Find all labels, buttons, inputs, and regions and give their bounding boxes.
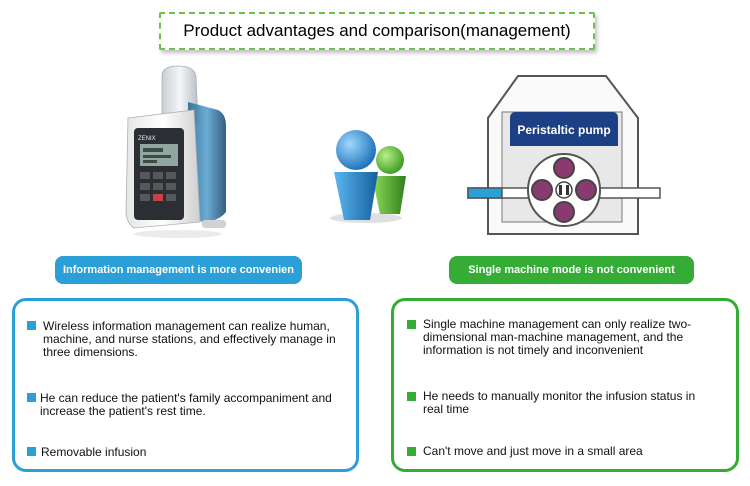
right-panel: Single machine management can only reali…	[391, 298, 739, 472]
right-bullet-1: Single machine management can only reali…	[423, 317, 692, 357]
bullet-square-icon	[27, 447, 36, 456]
left-bullet-1: Wireless information management can real…	[43, 319, 336, 359]
pump-label: Peristaltic pump	[517, 123, 610, 137]
right-bullet-2: He needs to manually monitor the infusio…	[423, 389, 696, 416]
bullet-square-icon	[27, 393, 36, 402]
left-bullet-2: He can reduce the patient's family accom…	[40, 391, 332, 418]
infusion-device-image: ZENIX	[125, 65, 226, 238]
page-title: Product advantages and comparison(manage…	[159, 12, 595, 50]
left-bullet-3: Removable infusion	[41, 445, 147, 459]
device-brand-label: ZENIX	[138, 136, 156, 142]
left-heading: Information management is more convenien	[55, 256, 302, 284]
right-bullet-3: Can't move and just move in a small area	[423, 444, 643, 458]
left-panel: Wireless information management can real…	[12, 298, 359, 472]
right-heading: Single machine mode is not convenient	[449, 256, 694, 284]
bullet-square-icon	[407, 320, 416, 329]
bullet-square-icon	[27, 321, 36, 330]
people-icon	[330, 130, 406, 223]
peristaltic-pump-image: Peristaltic pump	[467, 75, 661, 235]
bullet-square-icon	[407, 447, 416, 456]
bullet-square-icon	[407, 392, 416, 401]
